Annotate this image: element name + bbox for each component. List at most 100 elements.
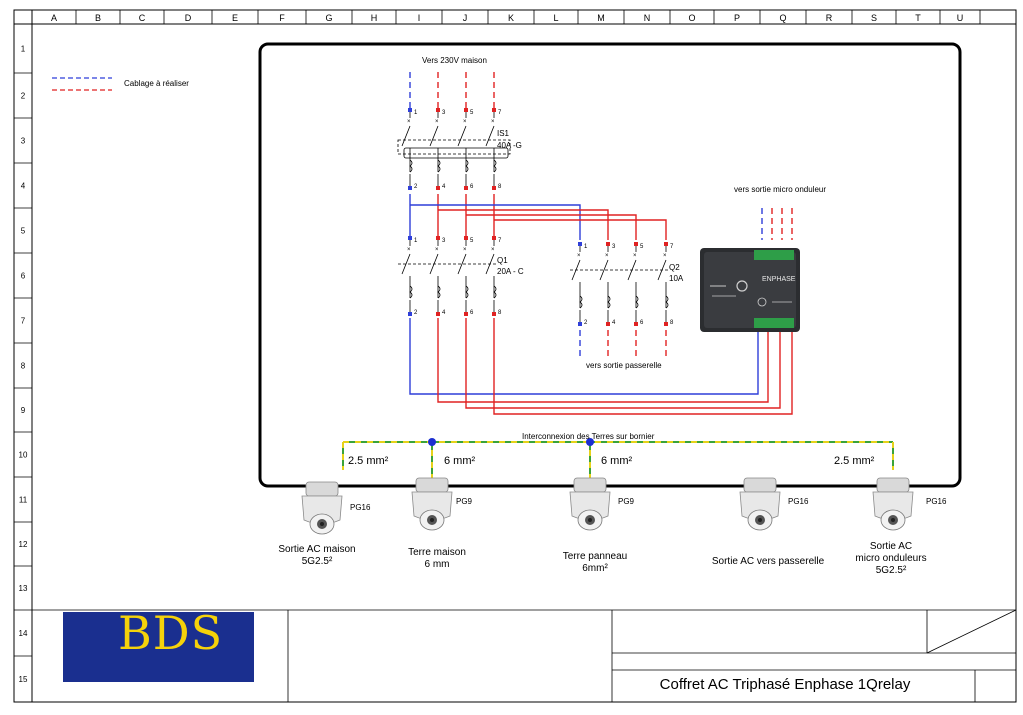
q1-rating: 20A - C xyxy=(497,267,524,276)
gland-size: PG9 xyxy=(618,497,635,506)
is1-name: IS1 xyxy=(497,129,510,138)
cable-gland-icon xyxy=(569,477,611,531)
terminal-label: 2 xyxy=(584,320,588,326)
is1-switch: ×12×34×56×78 xyxy=(397,108,511,190)
column-label: G xyxy=(325,13,332,23)
legend-label: Cablage à réaliser xyxy=(124,79,189,88)
column-label: C xyxy=(139,13,146,23)
column-label: J xyxy=(463,13,468,23)
earth-junction-dot xyxy=(586,438,594,446)
row-label: 2 xyxy=(21,92,26,101)
terminal-label: 2 xyxy=(414,184,418,190)
drawing-title: Coffret AC Triphasé Enphase 1Qrelay xyxy=(659,676,911,693)
terminal-label: 7 xyxy=(498,110,502,116)
q1-breaker: ×12×34×56×78 xyxy=(398,236,502,316)
svg-text:×: × xyxy=(463,247,467,253)
gland-size: PG9 xyxy=(456,497,473,506)
svg-text:×: × xyxy=(605,253,609,259)
row-label: 10 xyxy=(19,451,28,460)
terminal-label: 4 xyxy=(442,184,446,190)
row-label: 13 xyxy=(19,584,28,593)
svg-text:×: × xyxy=(435,247,439,253)
row-label: 4 xyxy=(21,182,26,191)
cable-gland-icon xyxy=(411,477,453,531)
row-label: 11 xyxy=(19,496,28,505)
terminal-label: 3 xyxy=(612,244,616,250)
drawing-frame xyxy=(13,9,1017,703)
terminal-label: 2 xyxy=(414,310,418,316)
column-label: D xyxy=(185,13,192,23)
svg-text:×: × xyxy=(463,119,467,125)
cable-gland-icon xyxy=(301,481,343,535)
q2-breaker: ×12×34×56×78 xyxy=(570,242,674,326)
q2-rating: 10A xyxy=(669,274,684,283)
terminal-label: 5 xyxy=(470,238,474,244)
is1-rating: 40A -G xyxy=(497,141,522,150)
terminal-label: 8 xyxy=(498,184,502,190)
column-label: S xyxy=(871,13,877,23)
terminal-label: 6 xyxy=(470,310,474,316)
micro-inverter-wiring xyxy=(761,208,793,240)
cable-size-label: 2.5 mm² xyxy=(348,455,389,467)
terminal-label: 8 xyxy=(498,310,502,316)
column-label: B xyxy=(95,13,101,23)
cable-size-label: 6 mm² xyxy=(444,455,476,467)
terminal-label: 4 xyxy=(612,320,616,326)
busbar-wiring xyxy=(409,194,667,240)
row-label: 5 xyxy=(21,227,26,236)
q2-name: Q2 xyxy=(669,263,680,272)
gland-label: Sortie AC vers passerelle xyxy=(711,556,825,567)
terminal-label: 3 xyxy=(442,110,446,116)
column-label: I xyxy=(418,13,421,23)
gland-size: PG16 xyxy=(788,497,809,506)
row-label: 8 xyxy=(21,362,26,371)
column-label: F xyxy=(279,13,285,23)
svg-text:×: × xyxy=(491,119,495,125)
column-label: O xyxy=(688,13,695,23)
earth-bus-label: Interconnexion des Terres sur bornier xyxy=(522,432,655,441)
row-label: 6 xyxy=(21,272,26,281)
svg-text:×: × xyxy=(435,119,439,125)
column-label: L xyxy=(553,13,558,23)
row-label: 14 xyxy=(19,629,28,638)
column-label: M xyxy=(597,13,605,23)
row-label: 12 xyxy=(19,540,28,549)
svg-text:×: × xyxy=(407,247,411,253)
cable-gland-icon xyxy=(872,477,914,531)
title-block-lines xyxy=(32,609,1017,702)
row-label: 15 xyxy=(19,675,28,684)
cable-size-label: 6 mm² xyxy=(601,455,633,467)
terminal-label: 6 xyxy=(470,184,474,190)
terminal-label: 6 xyxy=(640,320,644,326)
svg-text:×: × xyxy=(491,247,495,253)
column-label: T xyxy=(915,13,921,23)
gateway-label: vers sortie micro onduleur xyxy=(734,185,827,194)
column-label: E xyxy=(232,13,238,23)
q1-name: Q1 xyxy=(497,256,508,265)
gland-size: PG16 xyxy=(926,497,947,506)
enphase-gateway xyxy=(700,248,800,332)
enclosure-outline xyxy=(258,42,962,488)
svg-text:×: × xyxy=(407,119,411,125)
column-label: U xyxy=(957,13,964,23)
q2-output-wiring xyxy=(579,330,667,358)
gateway-out-label: vers sortie passerelle xyxy=(586,361,662,370)
company-logo: BDS xyxy=(118,606,224,660)
gland-size: PG16 xyxy=(350,503,371,512)
terminal-label: 3 xyxy=(442,238,446,244)
cable-gland-icon xyxy=(739,477,781,531)
terminal-label: 5 xyxy=(470,110,474,116)
terminal-label: 1 xyxy=(414,238,418,244)
terminal-label: 8 xyxy=(670,320,674,326)
column-label: H xyxy=(371,13,378,23)
column-label: A xyxy=(51,13,57,23)
logo-background xyxy=(63,612,254,682)
row-label: 9 xyxy=(21,406,26,415)
column-label: Q xyxy=(779,13,786,23)
terminal-label: 1 xyxy=(414,110,418,116)
